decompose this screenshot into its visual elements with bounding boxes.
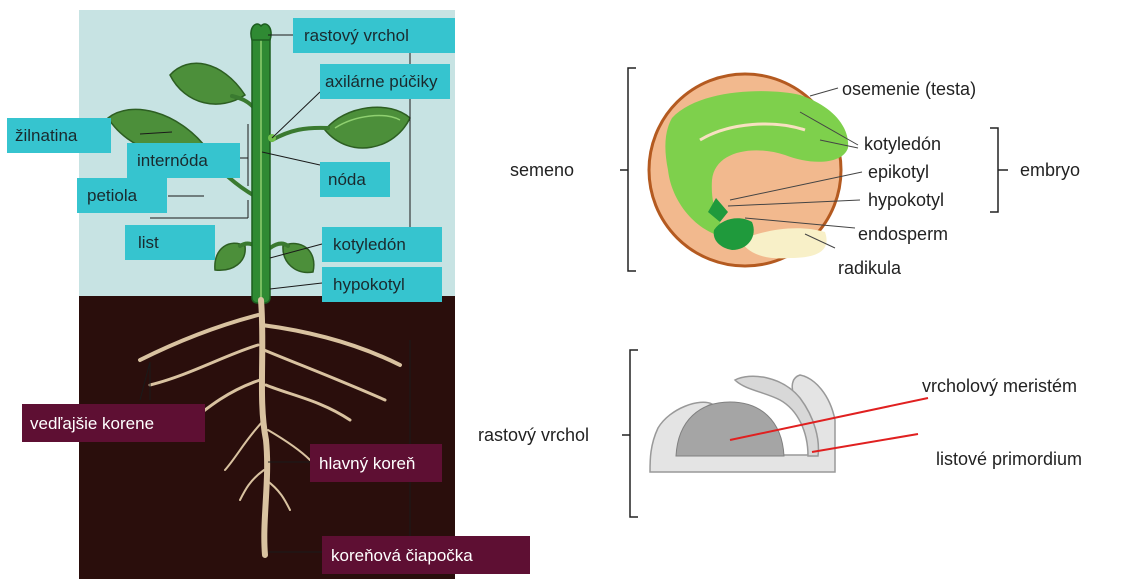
label-internoda: internóda bbox=[137, 151, 208, 170]
label-seed-kotyledon: kotyledón bbox=[864, 134, 941, 154]
label-korenova-ciapocka: koreňová čiapočka bbox=[331, 546, 473, 565]
embryo-bracket bbox=[990, 128, 1008, 212]
growing-tip bbox=[251, 24, 271, 40]
label-radikula: radikula bbox=[838, 258, 902, 278]
seed-panel: semeno osemenie (testa) kotyledón epikot… bbox=[510, 68, 1080, 278]
label-listove-primordium: listové primordium bbox=[936, 449, 1082, 469]
semeno-bracket bbox=[620, 68, 636, 271]
plant-panel: rastový vrchol axilárne púčiky žilnatina… bbox=[7, 10, 530, 579]
label-vedlajsie-korene: vedľajšie korene bbox=[30, 414, 154, 433]
label-list: list bbox=[138, 233, 159, 252]
label-hypokotyl: hypokotyl bbox=[333, 275, 405, 294]
label-seed-hypokotyl: hypokotyl bbox=[868, 190, 944, 210]
label-noda: nóda bbox=[328, 170, 366, 189]
label-osemenie: osemenie (testa) bbox=[842, 79, 976, 99]
label-axilarne-puciky: axilárne púčiky bbox=[325, 72, 438, 91]
label-petiola: petiola bbox=[87, 186, 138, 205]
label-endosperm: endosperm bbox=[858, 224, 948, 244]
label-apex-rastovy-vrchol: rastový vrchol bbox=[478, 425, 589, 445]
label-epikotyl: epikotyl bbox=[868, 162, 929, 182]
label-semeno: semeno bbox=[510, 160, 574, 180]
label-kotyledon: kotyledón bbox=[333, 235, 406, 254]
apex-bracket bbox=[622, 350, 638, 517]
label-hlavny-koren: hlavný koreň bbox=[319, 454, 415, 473]
apex-panel: rastový vrchol vrcholový meristém listov… bbox=[478, 350, 1082, 517]
label-zilnatina: žilnatina bbox=[15, 126, 78, 145]
label-rastovy-vrchol: rastový vrchol bbox=[304, 26, 409, 45]
label-vrcholovy-meristem: vrcholový meristém bbox=[922, 376, 1077, 396]
label-embryo: embryo bbox=[1020, 160, 1080, 180]
